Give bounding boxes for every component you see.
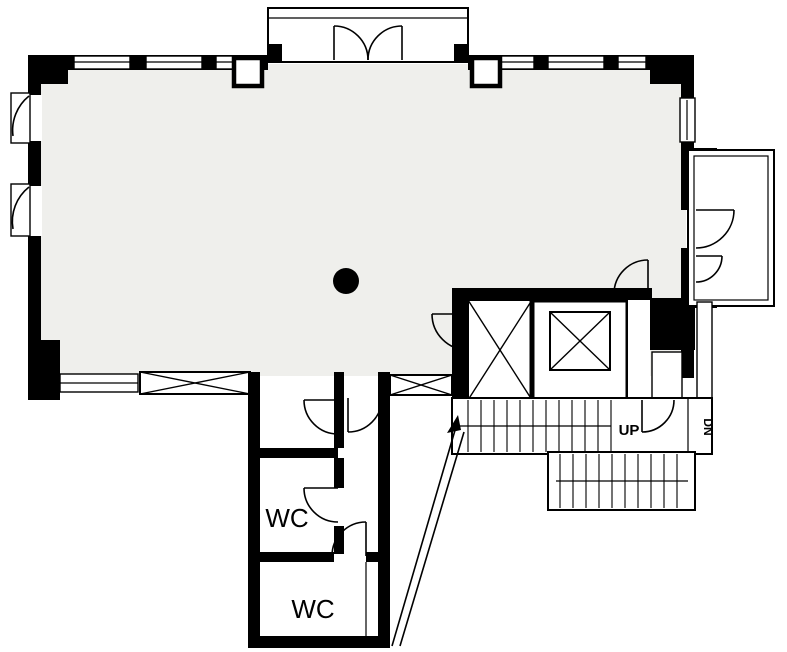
elevator-shaft [529, 297, 631, 404]
entrance-vestibule [231, 7, 503, 89]
window [73, 55, 131, 70]
stairs-up-label: UP [619, 422, 640, 439]
window [679, 97, 696, 143]
left-exit-door-lower [10, 183, 42, 237]
entrance-column-left [231, 55, 265, 89]
service-door [613, 259, 649, 295]
corner-block-bottom-left [28, 340, 60, 400]
stair-direction-arrow [391, 415, 465, 647]
shaft-top-wall [466, 288, 652, 300]
wing-door-left [303, 399, 339, 435]
labels: WC WC UP DN [265, 418, 715, 624]
exterior-walls [28, 55, 717, 400]
wc-label-lower: WC [291, 594, 334, 624]
shaft-crossed [467, 299, 533, 401]
shaft-left-wall [452, 288, 468, 400]
lobby-door [431, 313, 469, 351]
window [145, 55, 203, 70]
wc-wing [248, 372, 390, 648]
elevator-lobby-corridor [628, 300, 650, 400]
window [547, 55, 605, 70]
elevator-car [549, 311, 611, 371]
right-room-door-small [695, 255, 723, 283]
right-room [687, 149, 775, 307]
window [617, 55, 647, 70]
window [59, 373, 139, 393]
right-room-door [695, 209, 735, 249]
wc-lower-door [331, 521, 367, 557]
column-dot [333, 268, 359, 294]
entrance-column-right [469, 55, 503, 89]
wc-label-upper: WC [265, 503, 308, 533]
arrowhead [447, 415, 461, 433]
elevator-block [431, 259, 713, 453]
stairwell [391, 397, 713, 647]
service-room [651, 351, 683, 399]
crossed-panel-left [139, 371, 251, 395]
wing-door-corridor [347, 397, 383, 433]
stair-entry-door [641, 399, 675, 433]
left-exit-door-upper [10, 92, 42, 144]
stairs-down-label: DN [701, 418, 715, 435]
wc-upper-door [303, 487, 339, 523]
entrance-double-door [333, 25, 403, 61]
crossed-panel-right [389, 374, 453, 396]
